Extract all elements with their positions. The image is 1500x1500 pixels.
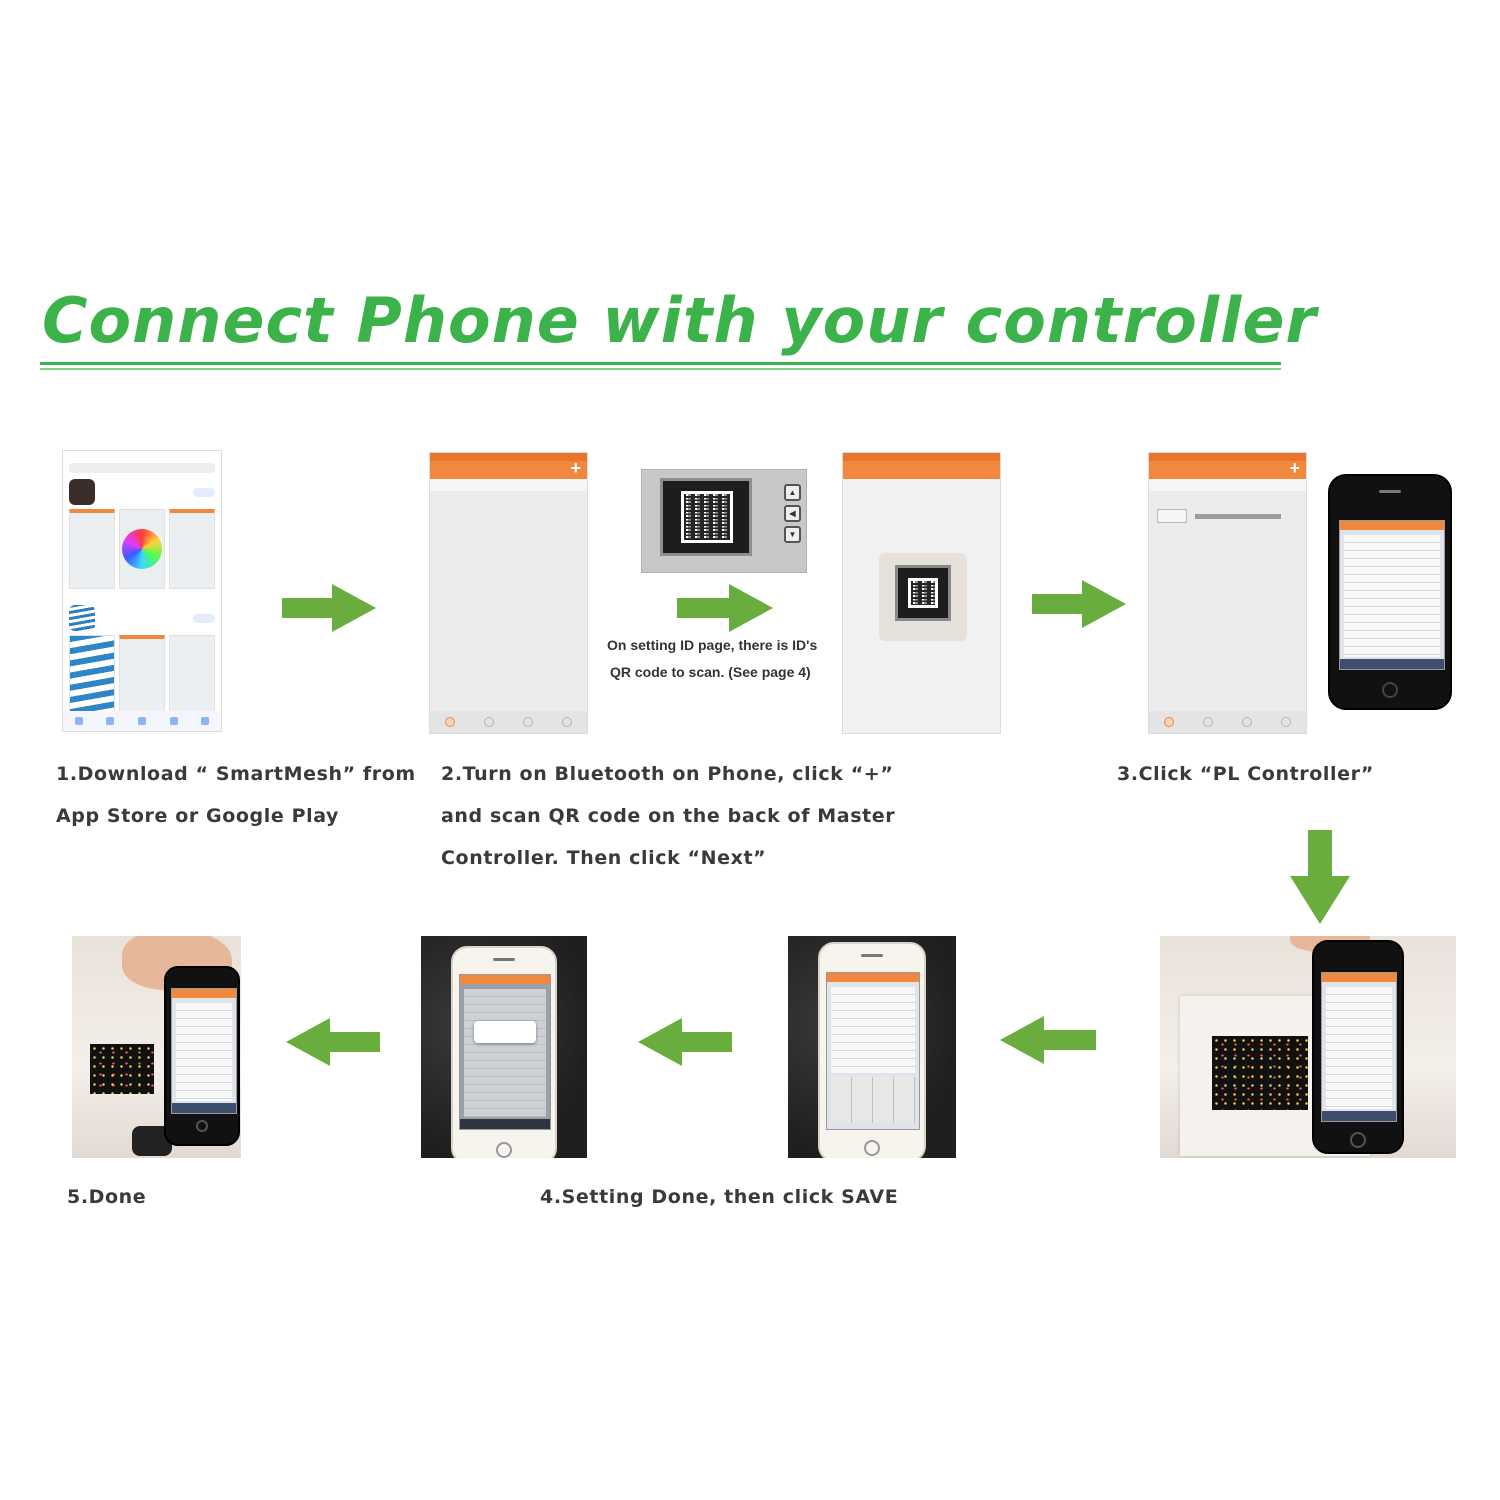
step3-caption: 3.Click “PL Controller”	[1117, 763, 1375, 785]
photo-settings-keypad	[788, 936, 956, 1158]
step1-caption-line1: 1.Download “ SmartMesh” from	[56, 763, 416, 785]
device-list-item	[1157, 505, 1298, 527]
app-header	[843, 461, 1000, 479]
store-shot	[169, 509, 215, 589]
phone-screen-scan-qr	[842, 452, 1001, 734]
home-button	[196, 1120, 208, 1132]
store-shot	[169, 635, 215, 715]
scan-viewfinder	[879, 553, 967, 641]
photo-done	[72, 936, 241, 1158]
qr-code-icon	[908, 578, 938, 608]
step2-caption-line2: and scan QR code on the back of Master	[441, 805, 896, 827]
wave-app-icon	[69, 605, 95, 631]
plus-icon: +	[570, 458, 581, 478]
arrow-down-icon	[1290, 830, 1350, 926]
store-shot-wave	[69, 635, 115, 715]
store-app-row	[69, 479, 215, 505]
arrow-left-icon	[284, 1018, 380, 1066]
app-subheader	[430, 479, 587, 491]
step5-caption: 5.Done	[67, 1186, 147, 1208]
store-shot-color-wheel	[119, 509, 165, 589]
phone-display	[826, 972, 920, 1130]
arrow-left-icon	[636, 1018, 732, 1066]
phone-display	[459, 974, 551, 1130]
phone-display	[1321, 972, 1397, 1122]
app-tab-bar	[1149, 711, 1306, 733]
get-button	[193, 487, 215, 497]
black-phone	[164, 966, 240, 1146]
controller-lcd	[660, 478, 752, 556]
step2-caption-line1: 2.Turn on Bluetooth on Phone, click “+”	[441, 763, 894, 785]
smartmesh-app-icon	[69, 479, 95, 505]
phone-screen-devices: +	[429, 452, 588, 734]
status-bar	[843, 453, 1000, 461]
color-wheel-icon	[122, 529, 162, 569]
qr-note: On setting ID page, there is ID's QR cod…	[607, 632, 817, 686]
phone-screen-pl-controller: +	[1148, 452, 1307, 734]
title-underline-secondary	[40, 368, 1281, 370]
plus-icon: +	[1289, 458, 1300, 478]
qr-note-line1: On setting ID page, there is ID's	[607, 637, 818, 653]
arrow-left-icon	[998, 1016, 1096, 1064]
controller-keys: ▲◀▼	[784, 484, 802, 547]
qr-code-icon	[681, 491, 733, 543]
page-title: Connect Phone with your controller	[42, 284, 1317, 357]
step1-caption-line2: App Store or Google Play	[56, 805, 340, 827]
status-bar	[1149, 453, 1306, 461]
home-button	[1382, 682, 1398, 698]
status-bar	[63, 451, 221, 459]
photo-phone-on-controller	[1160, 936, 1456, 1158]
step4-caption: 4.Setting Done, then click SAVE	[540, 1186, 899, 1208]
save-dialog	[474, 1021, 536, 1043]
app-header: +	[430, 458, 587, 479]
app-header: +	[1149, 458, 1306, 479]
numeric-keypad	[831, 1077, 915, 1123]
home-button	[496, 1142, 512, 1158]
get-button	[193, 613, 215, 623]
store-search-field	[69, 463, 215, 473]
arrow-right-icon	[282, 584, 378, 632]
controller-device-qr: ▲◀▼	[641, 469, 807, 573]
white-phone	[451, 946, 557, 1158]
phone-display	[171, 988, 237, 1114]
store-shot	[69, 509, 115, 589]
step1-caption: 1.Download “ SmartMesh” from App Store o…	[56, 753, 416, 837]
step2-caption-line3: Controller. Then click “Next”	[441, 847, 767, 869]
step2-caption: 2.Turn on Bluetooth on Phone, click “+” …	[441, 753, 895, 879]
store-app-row	[69, 605, 215, 631]
home-button	[864, 1140, 880, 1156]
home-button	[1350, 1132, 1366, 1148]
arrow-right-icon	[677, 584, 775, 632]
store-shot	[119, 635, 165, 715]
app-tab-bar	[430, 711, 587, 733]
status-bar	[430, 453, 587, 461]
title-underline	[40, 362, 1281, 365]
black-phone	[1312, 940, 1404, 1154]
black-phone	[1328, 474, 1452, 710]
store-screenshots	[69, 509, 215, 589]
photo-save-popup	[421, 936, 587, 1158]
qr-note-line2: QR code to scan. (See page 4)	[610, 664, 811, 680]
phone-display	[1339, 520, 1445, 670]
store-screenshots	[69, 635, 215, 715]
app-subheader	[1149, 479, 1306, 491]
white-phone	[818, 942, 926, 1158]
app-store-screenshot	[62, 450, 222, 732]
store-tab-bar	[63, 711, 221, 731]
controller-thumbnail	[1157, 509, 1187, 523]
controller-display	[1212, 1036, 1308, 1110]
arrow-right-icon	[1032, 580, 1128, 628]
controller-display	[90, 1044, 154, 1094]
